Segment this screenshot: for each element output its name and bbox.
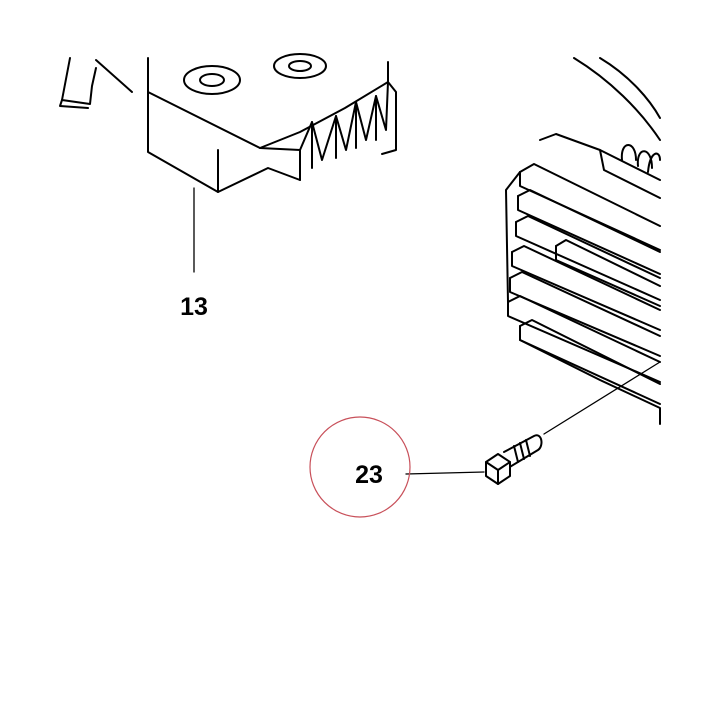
module-fin-5-lower [511,251,661,331]
module-fin-5 [511,245,661,311]
part-13-step [259,147,301,181]
module-fin-2-lower [517,195,661,275]
module-fin-6 [509,271,661,337]
part-13-bolt-hole-2 [273,53,327,79]
leader-line-23-to-module [543,361,661,435]
bolt-shank [503,434,543,469]
module-cable-inner [599,57,661,119]
module-fin-3-lower [515,221,661,301]
module-fin-2 [517,189,661,253]
part-13-bracket-edge [59,99,89,109]
part-13-top-face [147,57,389,149]
part-13-bolt-hole-1 [183,65,241,95]
module-fin-1-lower [519,171,661,251]
module-fin-4 [555,239,661,287]
callout-23-label[interactable]: 23 [355,461,383,489]
part-13-bracket-slope [95,59,133,93]
bolt-hex-facets [485,461,511,485]
module-fin-1 [519,163,661,227]
part-13-drawing [59,53,397,273]
leader-line-23 [405,471,485,475]
module-fin-3 [515,215,661,279]
module-cable-outer [573,57,661,141]
module-base [519,339,661,425]
module-fin-8-lower [519,325,661,405]
module-connector-base [599,149,661,199]
part-13-bracket [61,57,97,105]
part-13-fin-lines [311,95,377,169]
module-fin-7-lower [507,301,661,383]
callout-13-label[interactable]: 13 [180,293,208,321]
module-plug-wires [620,144,661,173]
callout-23-highlight-ring[interactable] [309,416,411,518]
module-fin-8 [519,319,661,385]
part-23-bolt [405,434,543,485]
part-13-bolt-hole-2-inner [288,60,312,72]
control-module-drawing [505,57,661,435]
bolt-threads [513,439,531,463]
part-13-connector-fins [299,81,389,161]
part-13-bolt-hole-1-inner [199,73,225,87]
module-fin-6-lower [509,277,661,357]
part-13-end-cap [381,81,397,155]
module-top-edge [539,133,661,181]
module-fin-7 [507,295,661,363]
module-side-edge [505,171,521,303]
